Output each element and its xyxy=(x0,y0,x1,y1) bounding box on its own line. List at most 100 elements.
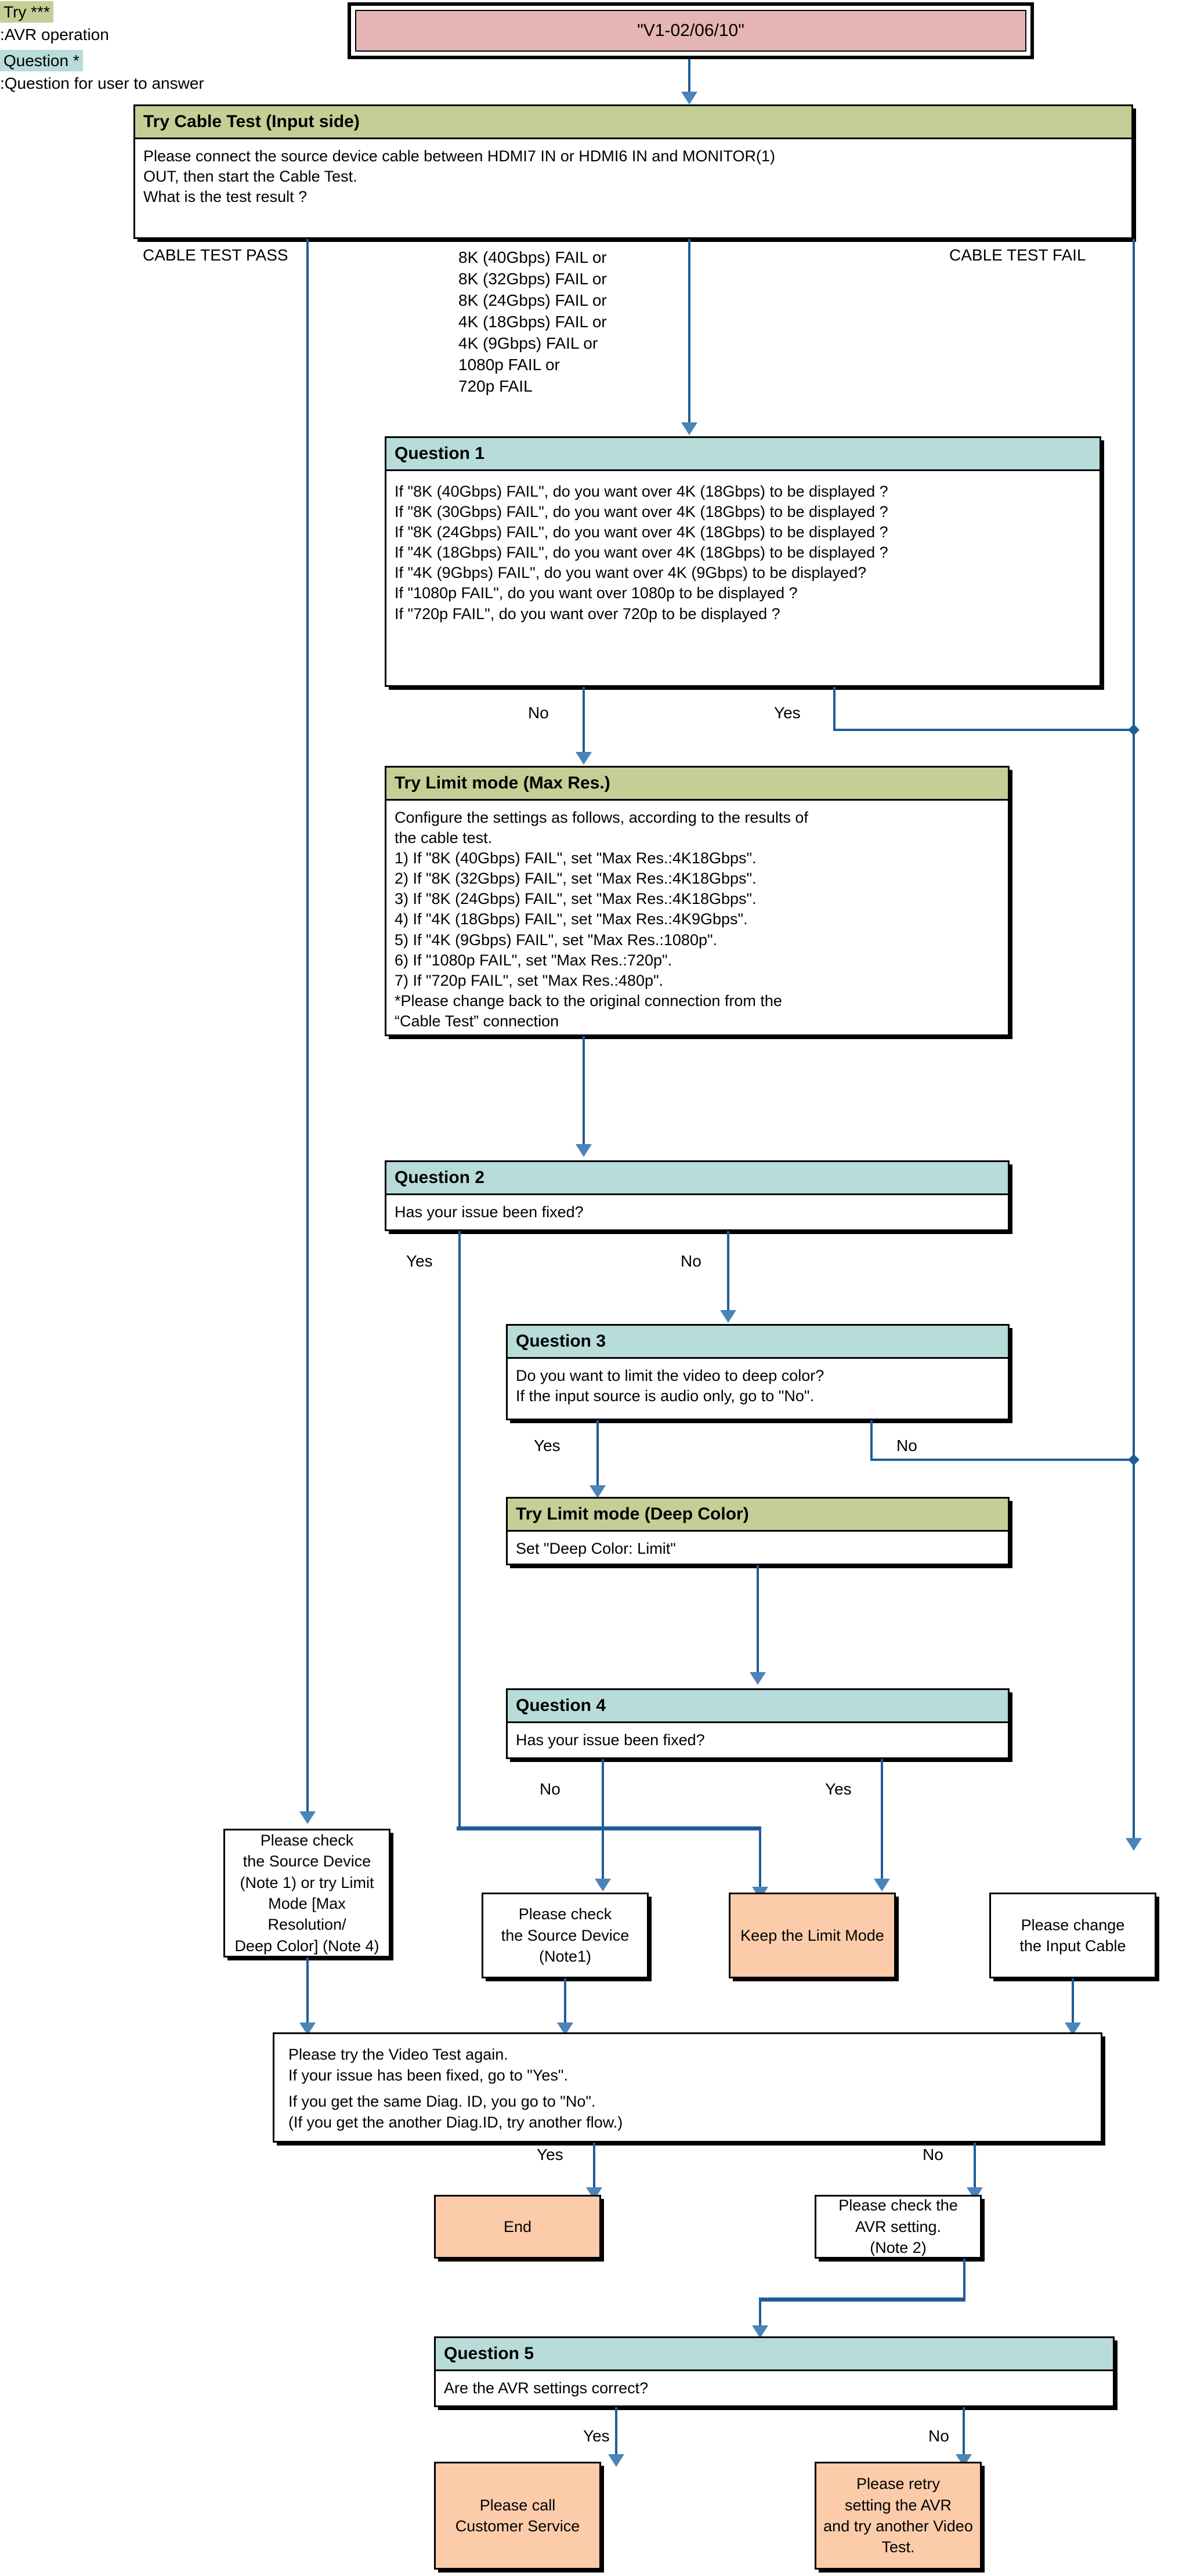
end-label: End xyxy=(503,2217,532,2235)
line: Please call xyxy=(479,2496,556,2514)
fail-item: 720p FAIL xyxy=(458,377,533,395)
cable-test-line-1: Please connect the source device cable b… xyxy=(143,147,775,165)
node-question-1-title: Question 1 xyxy=(386,438,1100,471)
keep-limit-mode-label: Keep the Limit Mode xyxy=(740,1926,884,1944)
legend-operation-description: :AVR operation xyxy=(0,26,109,44)
edge-label-video-no: No xyxy=(923,2146,943,2163)
edge-q1-no-line xyxy=(583,687,585,761)
edge-label-fail-list: 8K (40Gbps) FAIL or 8K (32Gbps) FAIL or … xyxy=(458,247,708,397)
legend-question-swatch: Question * xyxy=(0,50,83,71)
node-end: End xyxy=(434,2195,601,2259)
edge-q2-no-line xyxy=(727,1231,729,1319)
edge-q2-yes-vline xyxy=(458,1231,461,1829)
arrowhead xyxy=(576,752,592,765)
edge-q4-yes-line xyxy=(881,1759,883,1888)
node-question-1: Question 1 If "8K (40Gbps) FAIL", do you… xyxy=(385,436,1101,687)
edge-label-cable-test-pass: CABLE TEST PASS xyxy=(143,246,288,264)
cable-test-line-3: What is the test result ? xyxy=(143,188,308,206)
edge-checkavr-hline xyxy=(759,2298,965,2302)
node-question-3: Question 3 Do you want to limit the vide… xyxy=(506,1324,1010,1420)
edge-q3-no-vline xyxy=(870,1420,873,1461)
edge-label-q1-no: No xyxy=(528,704,549,722)
fail-item: 8K (32Gbps) FAIL or xyxy=(458,269,607,288)
fail-item: 4K (18Gbps) FAIL or xyxy=(458,312,607,331)
limit-max-res-line: 4) If "4K (18Gbps) FAIL", set "Max Res.:… xyxy=(395,910,748,928)
edge-q3-yes-line xyxy=(596,1420,599,1495)
video-line-1: Please try the Video Test again. xyxy=(288,2046,508,2063)
node-try-limit-mode-deep-color-body: Set "Deep Color: Limit" xyxy=(508,1532,1008,1565)
limit-max-res-line: 6) If "1080p FAIL", set "Max Res.:720p". xyxy=(395,951,672,969)
change-input-cable-text: Please change the Input Cable xyxy=(1019,1915,1126,1957)
arrowhead xyxy=(750,1672,766,1685)
node-try-limit-mode-deep-color: Try Limit mode (Deep Color) Set "Deep Co… xyxy=(506,1497,1010,1565)
fail-item: 8K (40Gbps) FAIL or xyxy=(458,248,607,266)
edge-video-no-line xyxy=(974,2143,976,2195)
check-avr-text: Please check the AVR setting. (Note 2) xyxy=(838,2195,958,2258)
node-check-source-device-note1: Please check the Source Device (Note1) xyxy=(482,1893,649,1978)
arrowhead xyxy=(681,422,697,435)
line: the Input Cable xyxy=(1019,1937,1126,1955)
line: and try another Video Test. xyxy=(823,2517,973,2556)
edge-q3-no-hline xyxy=(870,1459,1135,1461)
node-check-source-device-limit-mode: Please check the Source Device (Note 1) … xyxy=(223,1829,390,1958)
q1-line: If "8K (30Gbps) FAIL", do you want over … xyxy=(395,503,888,521)
video-line-4: (If you get the another Diag.ID, try ano… xyxy=(288,2113,623,2131)
edge-changecable-to-videotest xyxy=(1072,1978,1074,2032)
edge-checkavr-vline2 xyxy=(759,2298,761,2332)
start-node: "V1-02/06/10" xyxy=(348,2,1034,59)
line: Mode [Max Resolution/ xyxy=(267,1895,346,1934)
video-line-2: If your issue has been fixed, go to "Yes… xyxy=(288,2066,568,2084)
edge-label-q1-yes: Yes xyxy=(774,704,801,722)
q4-text: Has your issue been fixed? xyxy=(516,1731,705,1749)
video-test-body: Please try the Video Test again. If your… xyxy=(288,2045,1087,2133)
line: Customer Service xyxy=(455,2517,580,2535)
node-question-2-title: Question 2 xyxy=(386,1162,1008,1195)
edge-cabletest-to-q1 xyxy=(688,239,690,426)
node-call-customer-service: Please call Customer Service xyxy=(434,2462,601,2570)
edge-q1-yes-hline xyxy=(833,729,1135,731)
node-question-5-body: Are the AVR settings correct? xyxy=(436,2371,1113,2404)
edge-label-cable-test-fail: CABLE TEST FAIL xyxy=(949,246,1086,264)
legend-question-description: :Question for user to answer xyxy=(0,74,204,92)
edge-q1-yes-vline xyxy=(833,687,836,731)
limit-max-res-line: 2) If "8K (32Gbps) FAIL", set "Max Res.:… xyxy=(395,870,757,888)
arrowhead xyxy=(681,92,697,104)
limit-max-res-line: *Please change back to the original conn… xyxy=(395,992,782,1010)
arrowhead xyxy=(299,2023,316,2035)
check-source-limit-text: Please check the Source Device (Note 1) … xyxy=(229,1830,385,1957)
node-question-4-title: Question 4 xyxy=(508,1690,1008,1723)
arrowhead xyxy=(752,2325,768,2338)
node-try-limit-mode-max-res: Try Limit mode (Max Res.) Configure the … xyxy=(385,766,1010,1036)
arrowhead xyxy=(608,2454,624,2467)
arrowhead xyxy=(1065,2023,1081,2035)
node-retry-avr-setting: Please retry setting the AVR and try ano… xyxy=(815,2462,982,2570)
arrowhead xyxy=(720,1310,736,1323)
node-check-avr-setting: Please check the AVR setting. (Note 2) xyxy=(815,2195,982,2259)
line: Please check the xyxy=(838,2197,958,2215)
node-keep-the-limit-mode: Keep the Limit Mode xyxy=(729,1893,896,1978)
edge-video-yes-line xyxy=(593,2143,595,2195)
edge-label-video-yes: Yes xyxy=(537,2146,563,2163)
retry-avr-text: Please retry setting the AVR and try ano… xyxy=(820,2473,977,2558)
limit-max-res-line: “Cable Test” connection xyxy=(395,1012,559,1030)
edge-label-q2-no: No xyxy=(681,1252,701,1270)
edge-q2-yes-hline xyxy=(457,1826,761,1830)
q1-line: If "1080p FAIL", do you want over 1080p … xyxy=(395,584,798,602)
edge-junction-dot xyxy=(1128,724,1140,736)
edge-label-q5-yes: Yes xyxy=(583,2427,610,2445)
line: the Source Device xyxy=(243,1853,371,1871)
node-try-limit-mode-max-res-body: Configure the settings as follows, accor… xyxy=(386,801,1008,1037)
line: Deep Color] (Note 4) xyxy=(234,1937,379,1955)
limit-max-res-line: 1) If "8K (40Gbps) FAIL", set "Max Res.:… xyxy=(395,849,757,867)
line: Please retry xyxy=(856,2475,941,2493)
call-customer-service-text: Please call Customer Service xyxy=(455,2495,580,2537)
line: (Note 2) xyxy=(870,2239,927,2257)
video-line-3: If you get the same Diag. ID, you go to … xyxy=(288,2093,596,2111)
cable-test-line-2: OUT, then start the Cable Test. xyxy=(143,168,357,186)
fail-item: 4K (9Gbps) FAIL or xyxy=(458,334,598,352)
line: the Source Device xyxy=(501,1926,630,1944)
node-question-4-body: Has your issue been fixed? xyxy=(508,1723,1008,1756)
edge-label-q4-no: No xyxy=(540,1780,560,1798)
edge-label-q2-yes: Yes xyxy=(406,1252,433,1270)
node-video-test-again: Please try the Video Test again. If your… xyxy=(273,2032,1102,2143)
